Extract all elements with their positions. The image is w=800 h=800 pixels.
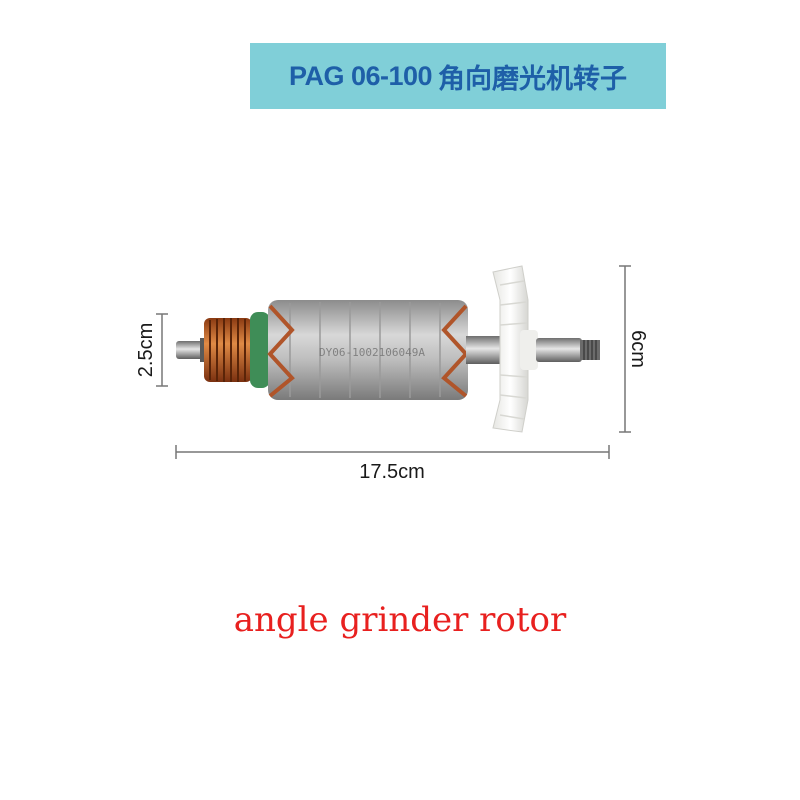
title-banner: PAG 06-100 角向磨光机转子 <box>250 43 666 109</box>
armature-core: DY06-1002106049A <box>267 300 469 400</box>
rotor-marking: DY06-1002106049A <box>319 346 425 359</box>
output-shaft <box>536 338 600 362</box>
mid-shaft <box>466 336 502 364</box>
product-description: 角向磨光机转子 <box>438 63 628 95</box>
model-number: PAG 06-100 <box>288 60 433 91</box>
commutator <box>204 318 252 382</box>
fan-height-label: 6cm <box>627 330 649 368</box>
length-label: 17.5cm <box>359 461 425 483</box>
cooling-fan <box>492 265 538 433</box>
length-dimension <box>175 445 610 459</box>
caption: angle grinder rotor <box>233 600 567 640</box>
fan-height-dimension <box>619 265 631 433</box>
diameter-dimension <box>156 313 168 387</box>
diameter-label: 2.5cm <box>135 323 157 377</box>
insulation-ring <box>250 312 270 388</box>
